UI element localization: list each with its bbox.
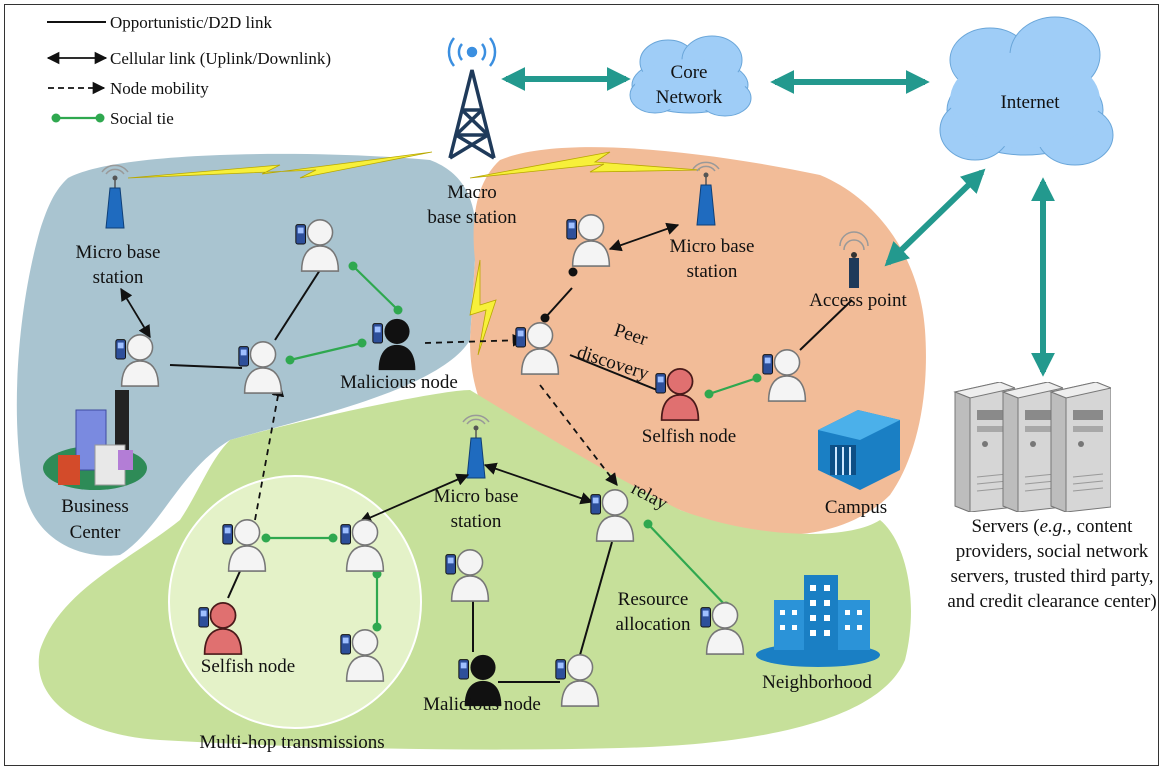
micro-bs-neighborhood-label-1: Micro base xyxy=(434,486,519,507)
server-icon-3 xyxy=(1050,382,1111,512)
access-point-icon xyxy=(839,231,869,288)
multihop-circle xyxy=(168,475,422,729)
internet-label: Internet xyxy=(1000,92,1060,113)
servers-label-3: servers, trusted third party, xyxy=(951,566,1154,587)
resource-allocation-label-2: allocation xyxy=(616,614,691,635)
campus-icon xyxy=(818,410,900,490)
multihop-label: Multi-hop transmissions xyxy=(199,732,384,753)
business-center-label-2: Center xyxy=(70,522,121,543)
access-point-label: Access point xyxy=(809,290,907,311)
macro-bs-label-1: Macro xyxy=(447,182,497,203)
legend-social-label: Social tie xyxy=(110,109,174,128)
social-ties xyxy=(266,265,758,627)
neighborhood-label: Neighborhood xyxy=(762,672,872,693)
cellular-links xyxy=(120,222,680,524)
campus-label: Campus xyxy=(825,497,887,518)
legend-d2d-label: Opportunistic/D2D link xyxy=(110,13,272,32)
neighborhood-icon xyxy=(756,575,880,667)
wireless-bolts xyxy=(127,151,701,356)
legend-cellular-label: Cellular link (Uplink/Downlink) xyxy=(110,49,331,68)
core-network-cloud xyxy=(629,35,752,117)
micro-bs-campus-label-1: Micro base xyxy=(670,236,755,257)
micro-bs-business-label-1: Micro base xyxy=(76,242,161,263)
micro-bs-campus-label-2: station xyxy=(687,261,738,282)
malicious-node-bottom-label: Malicious node xyxy=(423,694,541,715)
core-network-label-1: Core xyxy=(671,62,708,83)
micro-bs-neighborhood-label-2: station xyxy=(451,511,502,532)
core-network-label-2: Network xyxy=(656,87,723,108)
social-tie-dots xyxy=(261,261,762,632)
servers-label-4: and credit clearance center) xyxy=(947,591,1156,612)
micro-bs-business-label-2: station xyxy=(93,267,144,288)
d2d-links xyxy=(169,269,853,683)
internet-cloud xyxy=(939,16,1114,166)
macro-tower-icon xyxy=(448,69,496,160)
mobility-arrows xyxy=(254,334,618,521)
business-center-icon xyxy=(43,390,147,490)
macro-bs-label-2: base station xyxy=(427,207,517,228)
selfish-node-campus-label: Selfish node xyxy=(642,426,736,447)
servers-label-1: Servers (e.g., content xyxy=(972,516,1134,537)
malicious-node-top-label: Malicious node xyxy=(340,372,458,393)
selfish-node-multihop-label: Selfish node xyxy=(201,656,295,677)
macro-antenna-waves xyxy=(447,37,497,67)
business-center-label-1: Business xyxy=(61,496,129,517)
servers-label-2: providers, social network xyxy=(956,541,1149,562)
legend: Opportunistic/D2D link Cellular link (Up… xyxy=(46,13,331,128)
d2d-endpoints xyxy=(540,267,578,323)
legend-mobility-label: Node mobility xyxy=(110,79,209,98)
diagram-frame xyxy=(4,4,1159,766)
backhaul-links xyxy=(501,67,1055,377)
resource-allocation-label-1: Resource xyxy=(618,589,689,610)
